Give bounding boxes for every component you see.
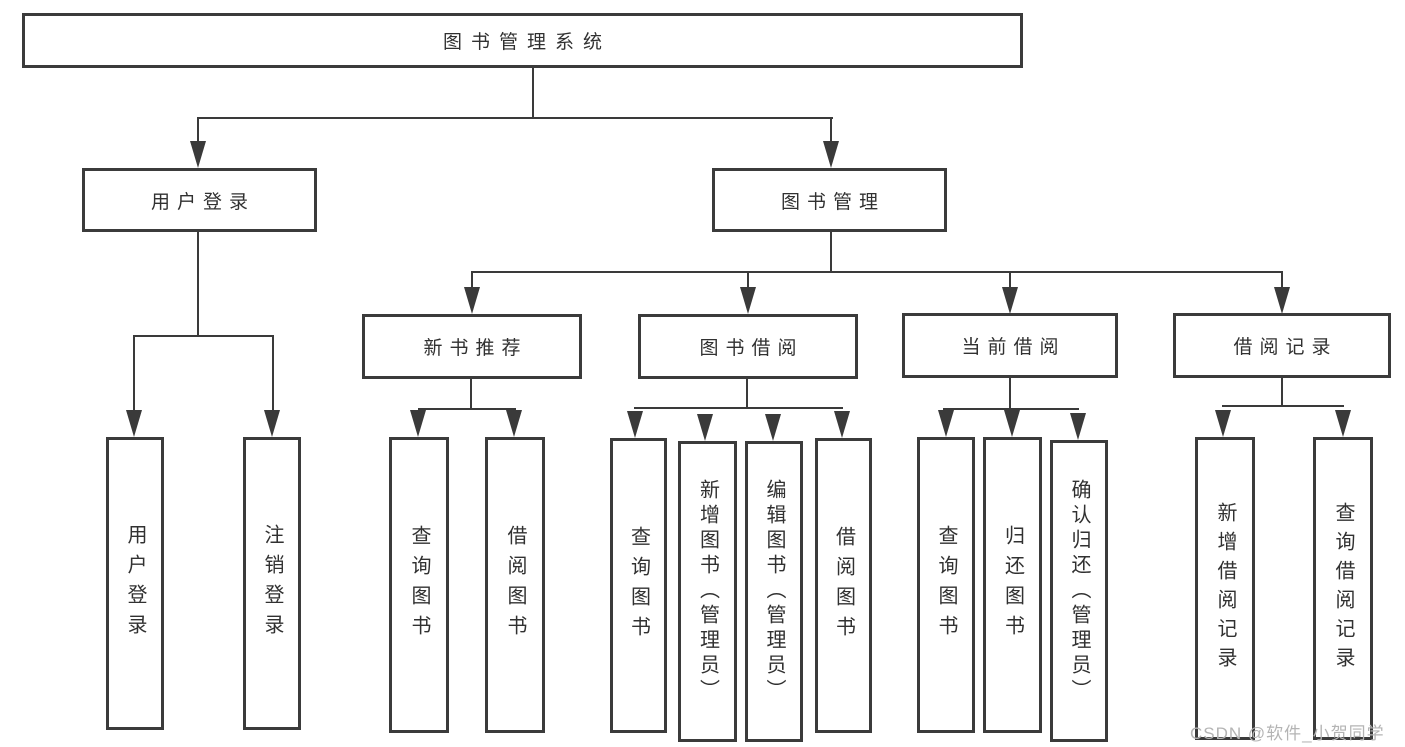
leaf-logout-label: 注销登录	[261, 523, 283, 644]
arrow-to-current	[1002, 287, 1018, 314]
leaf-cur-confirm-return-admin: 确认归还（管理员）	[1050, 440, 1108, 742]
arrow-to-cur-query	[938, 410, 954, 437]
leaf-bor-query-books-label: 查询图书	[627, 525, 650, 646]
leaf-bor-borrow-books: 借阅图书	[815, 438, 872, 733]
leaf-cur-confirm-return-admin-label: 确认归还（管理员）	[1068, 478, 1090, 704]
arrow-to-hist-query	[1335, 410, 1351, 437]
arrow-to-book-mgmt	[823, 141, 839, 168]
connector-current-drop	[1009, 271, 1011, 288]
leaf-cur-return-books-label: 归还图书	[1001, 525, 1024, 645]
node-borrow-record-label: 借阅记录	[1233, 337, 1338, 358]
connector-user-login-drop	[197, 117, 199, 143]
node-user-login: 用户登录	[82, 168, 317, 232]
arrow-to-new-rec	[464, 287, 480, 314]
leaf-cur-return-books: 归还图书	[983, 437, 1042, 733]
node-current-borrow: 当前借阅	[902, 313, 1118, 378]
connector-book-borrow-rail	[634, 407, 843, 409]
connector-newrec-drop	[471, 271, 473, 288]
connector-login-drop-2	[272, 335, 274, 411]
node-new-rec-label: 新书推荐	[423, 338, 528, 359]
arrow-to-bor-edit	[765, 414, 781, 441]
connector-new-rec-stem	[470, 379, 472, 409]
leaf-hist-add-record: 新增借阅记录	[1195, 437, 1255, 740]
arrow-to-bor-add	[697, 414, 713, 441]
connector-current-rail	[943, 408, 1079, 410]
leaf-hist-query-record-label: 查询借阅记录	[1332, 501, 1354, 676]
node-book-mgmt: 图书管理	[712, 168, 947, 232]
connector-level3-rail	[471, 271, 1283, 273]
node-new-rec: 新书推荐	[362, 314, 582, 379]
connector-login-drop-1	[133, 335, 135, 411]
leaf-bor-add-books-admin: 新增图书（管理员）	[678, 441, 737, 742]
arrow-to-borrow	[740, 287, 756, 314]
leaf-user-login-label: 用户登录	[124, 523, 146, 644]
node-current-borrow-label: 当前借阅	[961, 337, 1066, 358]
leaf-rec-query-books-label: 查询图书	[408, 525, 430, 645]
node-book-borrow: 图书借阅	[638, 314, 858, 379]
connector-login-rail	[134, 335, 274, 337]
arrow-to-leaf-logout	[264, 410, 280, 437]
leaf-cur-query-books: 查询图书	[917, 437, 975, 733]
connector-record-rail	[1222, 405, 1344, 407]
connector-book-mgmt-drop	[830, 117, 832, 143]
arrow-to-bor-query	[627, 411, 643, 438]
leaf-rec-query-books: 查询图书	[389, 437, 449, 733]
arrow-to-bor-borrow	[834, 411, 850, 438]
connector-current-stem	[1009, 378, 1011, 409]
arrow-to-hist-add	[1215, 410, 1231, 437]
node-root: 图书管理系统	[22, 13, 1023, 68]
arrow-to-rec-borrow	[506, 410, 522, 437]
leaf-hist-add-record-label: 新增借阅记录	[1214, 501, 1236, 676]
connector-level2-rail	[198, 117, 833, 119]
arrow-to-record	[1274, 287, 1290, 314]
connector-book-borrow-stem	[746, 379, 748, 408]
arrow-to-rec-query	[410, 410, 426, 437]
watermark: CSDN @软件_小贺同学	[1190, 724, 1385, 743]
node-borrow-record: 借阅记录	[1173, 313, 1391, 378]
connector-user-login-stem	[197, 232, 199, 337]
node-user-login-label: 用户登录	[150, 191, 255, 213]
connector-root-stem	[532, 68, 534, 117]
node-book-mgmt-label: 图书管理	[780, 191, 885, 213]
node-book-borrow-label: 图书借阅	[699, 338, 804, 359]
leaf-bor-edit-books-admin-label: 编辑图书（管理员）	[763, 479, 785, 704]
connector-record-stem	[1281, 378, 1283, 406]
connector-new-rec-rail	[418, 408, 516, 410]
leaf-rec-borrow-books-label: 借阅图书	[504, 525, 526, 645]
connector-book-mgmt-stem	[830, 232, 832, 273]
leaf-bor-borrow-books-label: 借阅图书	[832, 525, 855, 646]
leaf-bor-edit-books-admin: 编辑图书（管理员）	[745, 441, 803, 742]
leaf-bor-query-books: 查询图书	[610, 438, 667, 733]
leaf-rec-borrow-books: 借阅图书	[485, 437, 545, 733]
leaf-hist-query-record: 查询借阅记录	[1313, 437, 1373, 740]
connector-borrow-drop	[747, 271, 749, 288]
arrow-to-cur-return	[1004, 410, 1020, 437]
node-root-label: 图书管理系统	[442, 32, 611, 53]
leaf-user-login: 用户登录	[106, 437, 164, 730]
connector-record-drop	[1281, 271, 1283, 288]
leaf-cur-query-books-label: 查询图书	[935, 525, 957, 645]
leaf-logout: 注销登录	[243, 437, 301, 730]
arrow-to-cur-confirm	[1070, 413, 1086, 440]
leaf-bor-add-books-admin-label: 新增图书（管理员）	[696, 479, 719, 704]
arrow-to-leaf-login	[126, 410, 142, 437]
arrow-to-user-login	[190, 141, 206, 168]
